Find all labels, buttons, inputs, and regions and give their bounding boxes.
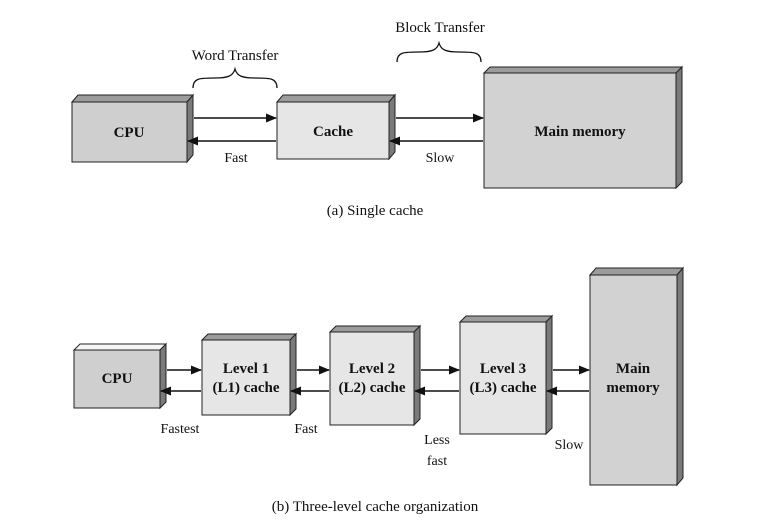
l1-cache-box: Level 1 (L1) cache <box>200 332 298 417</box>
block-transfer-brace <box>396 40 482 63</box>
less-fast-label-line1: Less <box>424 433 450 448</box>
l3-label-line1: Level 3 <box>480 361 526 377</box>
word-transfer-label: Word Transfer <box>192 48 279 64</box>
cpu-box-a: CPU <box>70 93 195 164</box>
less-fast-label-line2: fast <box>427 454 447 469</box>
cpu-label-a: CPU <box>114 125 145 141</box>
l1-label-line1: Level 1 <box>223 361 269 377</box>
l3-label-line2: (L3) cache <box>469 380 536 396</box>
three-level-cache-section: CPU Level 1 (L1) cache Level 2 (L2) cach… <box>72 266 685 515</box>
cache-box-a: Cache <box>275 93 397 161</box>
block-transfer-label: Block Transfer <box>395 20 485 36</box>
cpu-label-b: CPU <box>102 371 133 387</box>
fast-label-b: Fast <box>294 422 317 437</box>
main-memory-label-a: Main memory <box>534 124 626 140</box>
fastest-label: Fastest <box>161 422 200 437</box>
l2-cache-box: Level 2 (L2) cache <box>328 324 422 427</box>
main-memory-label-line1: Main <box>616 361 651 377</box>
slow-label-a: Slow <box>426 151 456 166</box>
slow-label-b: Slow <box>555 438 585 453</box>
caption-a: (a) Single cache <box>327 203 424 219</box>
l1-label-line2: (L1) cache <box>212 380 279 396</box>
main-memory-box-a: Main memory <box>482 65 684 190</box>
caption-b: (b) Three-level cache organization <box>272 499 479 515</box>
main-memory-label-line2: memory <box>606 380 660 396</box>
l3-cache-box: Level 3 (L3) cache <box>458 314 554 436</box>
fast-label-a: Fast <box>224 151 247 166</box>
word-transfer-brace <box>192 66 278 89</box>
cpu-box-b: CPU <box>72 342 168 410</box>
l2-label-line2: (L2) cache <box>338 380 405 396</box>
single-cache-section: CPU Cache Main memory Word Transfer Bloc… <box>70 20 684 219</box>
l2-label-line1: Level 2 <box>349 361 395 377</box>
main-memory-box-b: Main memory <box>588 266 685 487</box>
cache-label-a: Cache <box>313 124 353 140</box>
